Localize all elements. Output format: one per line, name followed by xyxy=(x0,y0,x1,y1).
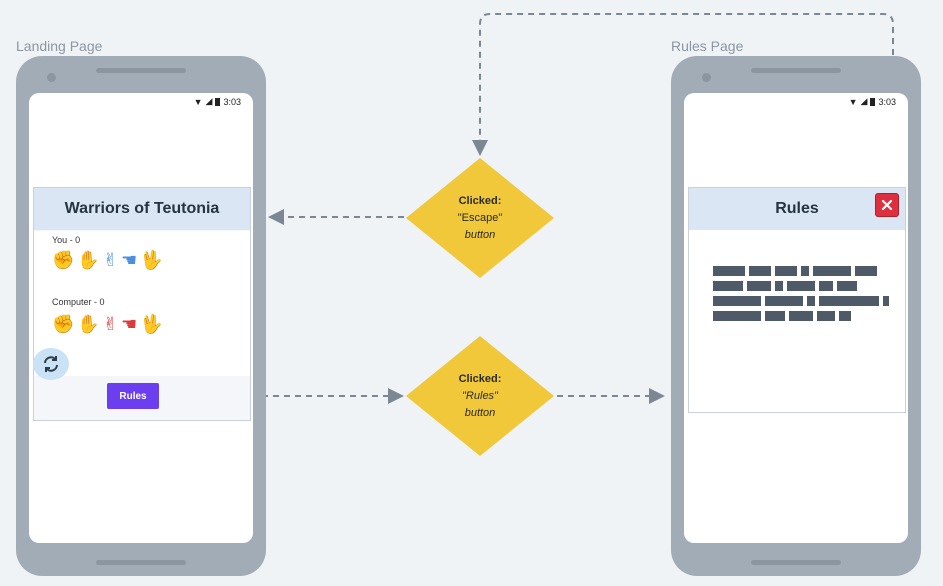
escape-diamond-shape xyxy=(406,158,554,278)
paper-icon[interactable]: ✋ xyxy=(77,250,100,270)
close-icon xyxy=(881,199,893,211)
rules-decision-text: Clicked: "Rules" button xyxy=(404,371,556,422)
player-score: You - 0 xyxy=(52,235,81,245)
refresh-button[interactable] xyxy=(33,348,69,380)
landing-screen: ▼ ◢ 3:03 Warriors of Teutonia You - 0 ✊ … xyxy=(29,93,253,543)
spock-icon: 🖖 xyxy=(140,314,163,334)
escape-decision-line1: Clicked: xyxy=(458,195,502,207)
player-hand-options: ✊ ✋ ✌ ☚ 🖖 xyxy=(52,250,163,271)
game-panel: Warriors of Teutonia You - 0 ✊ ✋ ✌ ☚ 🖖 C… xyxy=(33,187,251,421)
phone-home-bar xyxy=(751,560,841,565)
rules-diamond-shape xyxy=(406,336,554,456)
rock-icon: ✊ xyxy=(52,314,75,334)
escape-decision-text: Clicked: "Escape" button xyxy=(404,193,556,244)
rules-text-line xyxy=(713,311,893,321)
computer-hand-options: ✊ ✋ ✌ ☚ 🖖 xyxy=(52,314,163,335)
signal-icon: ◢ xyxy=(205,96,213,106)
rules-page-label: Rules Page xyxy=(671,38,744,54)
battery-icon xyxy=(215,97,221,106)
rules-panel: Rules xyxy=(688,187,906,413)
phone-camera xyxy=(702,73,711,82)
phone-speaker xyxy=(96,68,186,73)
landing-phone-frame: ▼ ◢ 3:03 Warriors of Teutonia You - 0 ✊ … xyxy=(16,56,266,576)
rules-screen: ▼ ◢ 3:03 Rules xyxy=(684,93,908,543)
scoreboard: You - 0 ✊ ✋ ✌ ☚ 🖖 Computer - 0 ✊ ✋ ✌ ☚ 🖖 xyxy=(34,231,250,376)
escape-loop-connector xyxy=(472,13,894,187)
escape-decision-line3: button xyxy=(464,229,496,241)
rules-text-placeholder xyxy=(713,266,893,321)
rules-decision: Clicked: "Rules" button xyxy=(404,336,556,456)
battery-icon xyxy=(870,97,876,106)
rules-decision-line2: "Rules" xyxy=(462,390,498,402)
signal-icon: ◢ xyxy=(860,96,868,106)
rules-text-line xyxy=(713,266,893,276)
rock-icon[interactable]: ✊ xyxy=(52,250,75,270)
wifi-icon: ▼ xyxy=(848,96,858,107)
lizard-icon[interactable]: ☚ xyxy=(120,250,138,270)
rules-button[interactable]: Rules xyxy=(107,383,159,409)
status-bar: ▼ ◢ 3:03 xyxy=(849,96,896,107)
app-title: Warriors of Teutonia xyxy=(34,188,250,230)
lizard-icon: ☚ xyxy=(120,314,138,334)
status-time: 3:03 xyxy=(878,96,896,107)
escape-decision: Clicked: "Escape" button xyxy=(404,158,556,278)
landing-page-label: Landing Page xyxy=(16,38,103,54)
status-time: 3:03 xyxy=(223,96,241,107)
phone-home-bar xyxy=(96,560,186,565)
status-bar: ▼ ◢ 3:03 xyxy=(194,96,241,107)
phone-speaker xyxy=(751,68,841,73)
rules-decision-line3: button xyxy=(464,407,496,419)
wifi-icon: ▼ xyxy=(193,96,203,107)
escape-decision-line2: "Escape" xyxy=(457,212,503,224)
escape-close-button[interactable] xyxy=(875,193,899,217)
paper-icon: ✋ xyxy=(77,314,100,334)
rules-phone-frame: ▼ ◢ 3:03 Rules xyxy=(671,56,921,576)
rules-text-line xyxy=(713,281,893,291)
refresh-icon xyxy=(44,356,58,372)
rules-decision-line1: Clicked: xyxy=(458,373,502,385)
spock-icon[interactable]: 🖖 xyxy=(140,250,163,270)
phone-camera xyxy=(47,73,56,82)
scissors-icon[interactable]: ✌ xyxy=(102,250,118,270)
computer-score: Computer - 0 xyxy=(52,297,105,307)
scissors-icon: ✌ xyxy=(102,314,118,334)
rules-text-line xyxy=(713,296,893,306)
rules-title: Rules xyxy=(689,188,905,230)
